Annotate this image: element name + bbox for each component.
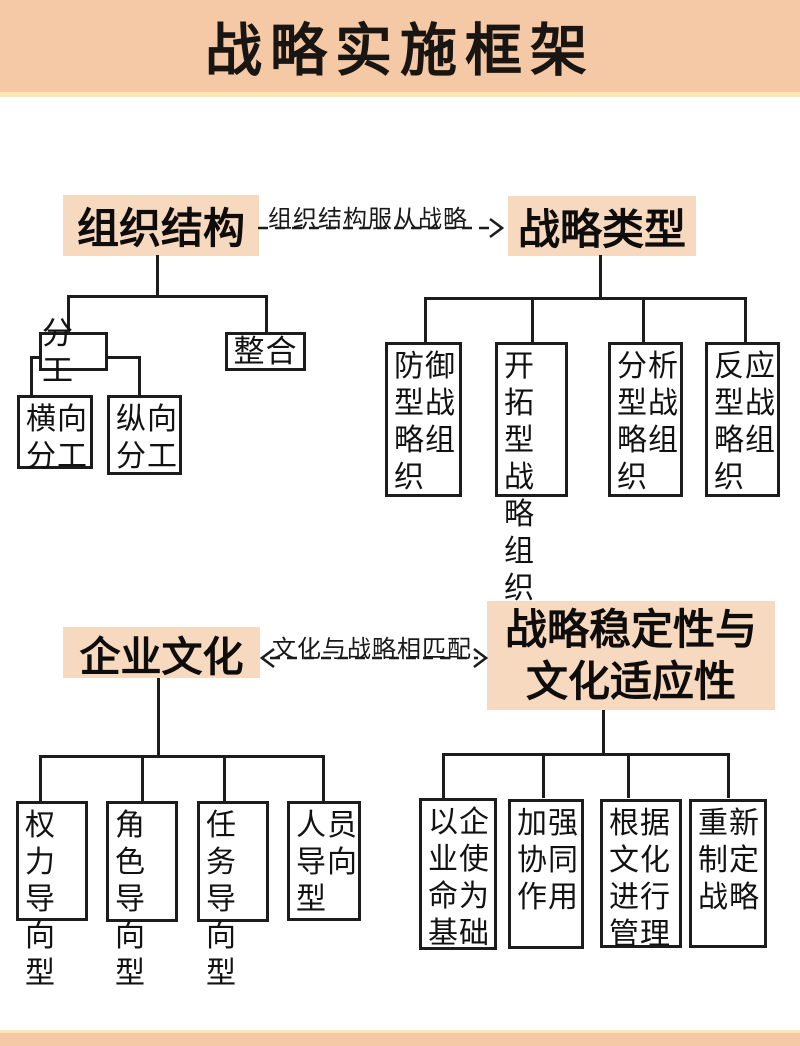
box-power-oriented: 权力 导向 型	[16, 801, 88, 990]
node-strategy-type: 战略类型	[508, 196, 696, 256]
box-defensive-strategy-org: 防御 型战 略组 织	[385, 342, 462, 497]
footer-bar	[0, 1030, 800, 1046]
connector-line	[107, 356, 140, 359]
connector-line	[599, 255, 602, 297]
box-mission-based: 以企 业使 命为 基础	[419, 798, 497, 950]
connector-line	[424, 297, 427, 342]
connector-line	[442, 753, 729, 756]
dashed-arrow-right-icon	[258, 217, 505, 239]
connector-line	[442, 753, 445, 798]
box-role-oriented: 角色 导向 型	[106, 801, 178, 990]
connector-line	[542, 753, 545, 798]
connector-line	[223, 755, 226, 801]
connector-line	[39, 755, 324, 758]
connector-line	[67, 295, 268, 298]
connector-line	[157, 678, 160, 755]
box-pioneering-strategy-org: 开拓 型战 略组 织	[495, 342, 568, 605]
box-strengthen-synergy: 加强 协同 作用	[508, 799, 584, 949]
box-division: 分工	[39, 316, 108, 388]
box-horizontal-division: 横向 分工	[17, 395, 93, 473]
connector-line	[67, 295, 70, 333]
connector-line	[744, 297, 747, 342]
connector-line	[138, 356, 141, 396]
box-task-oriented: 任务 导向 型	[197, 801, 269, 990]
connector-line	[642, 297, 645, 342]
page-title: 战略实施框架	[205, 17, 595, 84]
box-redefine-strategy: 重新 制定 战略	[689, 799, 767, 948]
box-analytical-strategy-org: 分析 型战 略组 织	[608, 342, 683, 497]
node-corporate-culture: 企业文化	[63, 627, 260, 680]
connector-line	[602, 710, 605, 753]
connector-line	[727, 753, 730, 798]
box-manage-by-culture: 根据 文化 进行 管理	[600, 799, 682, 951]
connector-line	[39, 755, 42, 801]
box-people-oriented: 人员 导向 型	[287, 801, 361, 921]
connector-line	[156, 255, 159, 295]
connector-line	[627, 753, 630, 798]
connector-line	[531, 297, 534, 342]
connector-line	[30, 356, 33, 396]
connector-line	[322, 755, 325, 801]
node-strategy-stability: 战略稳定性与 文化适应性	[487, 601, 775, 710]
connector-line	[265, 295, 268, 333]
box-vertical-division: 纵向 分工	[107, 395, 182, 475]
dashed-arrow-both-icon	[259, 647, 489, 669]
title-banner: 战略实施框架	[0, 0, 800, 97]
connector-line	[30, 356, 41, 359]
connector-line	[424, 297, 747, 300]
connector-line	[141, 755, 144, 801]
node-org-structure: 组织结构	[63, 195, 259, 256]
box-integration: 整合	[225, 332, 306, 371]
box-reactive-strategy-org: 反应 型战 略组 织	[705, 342, 780, 497]
